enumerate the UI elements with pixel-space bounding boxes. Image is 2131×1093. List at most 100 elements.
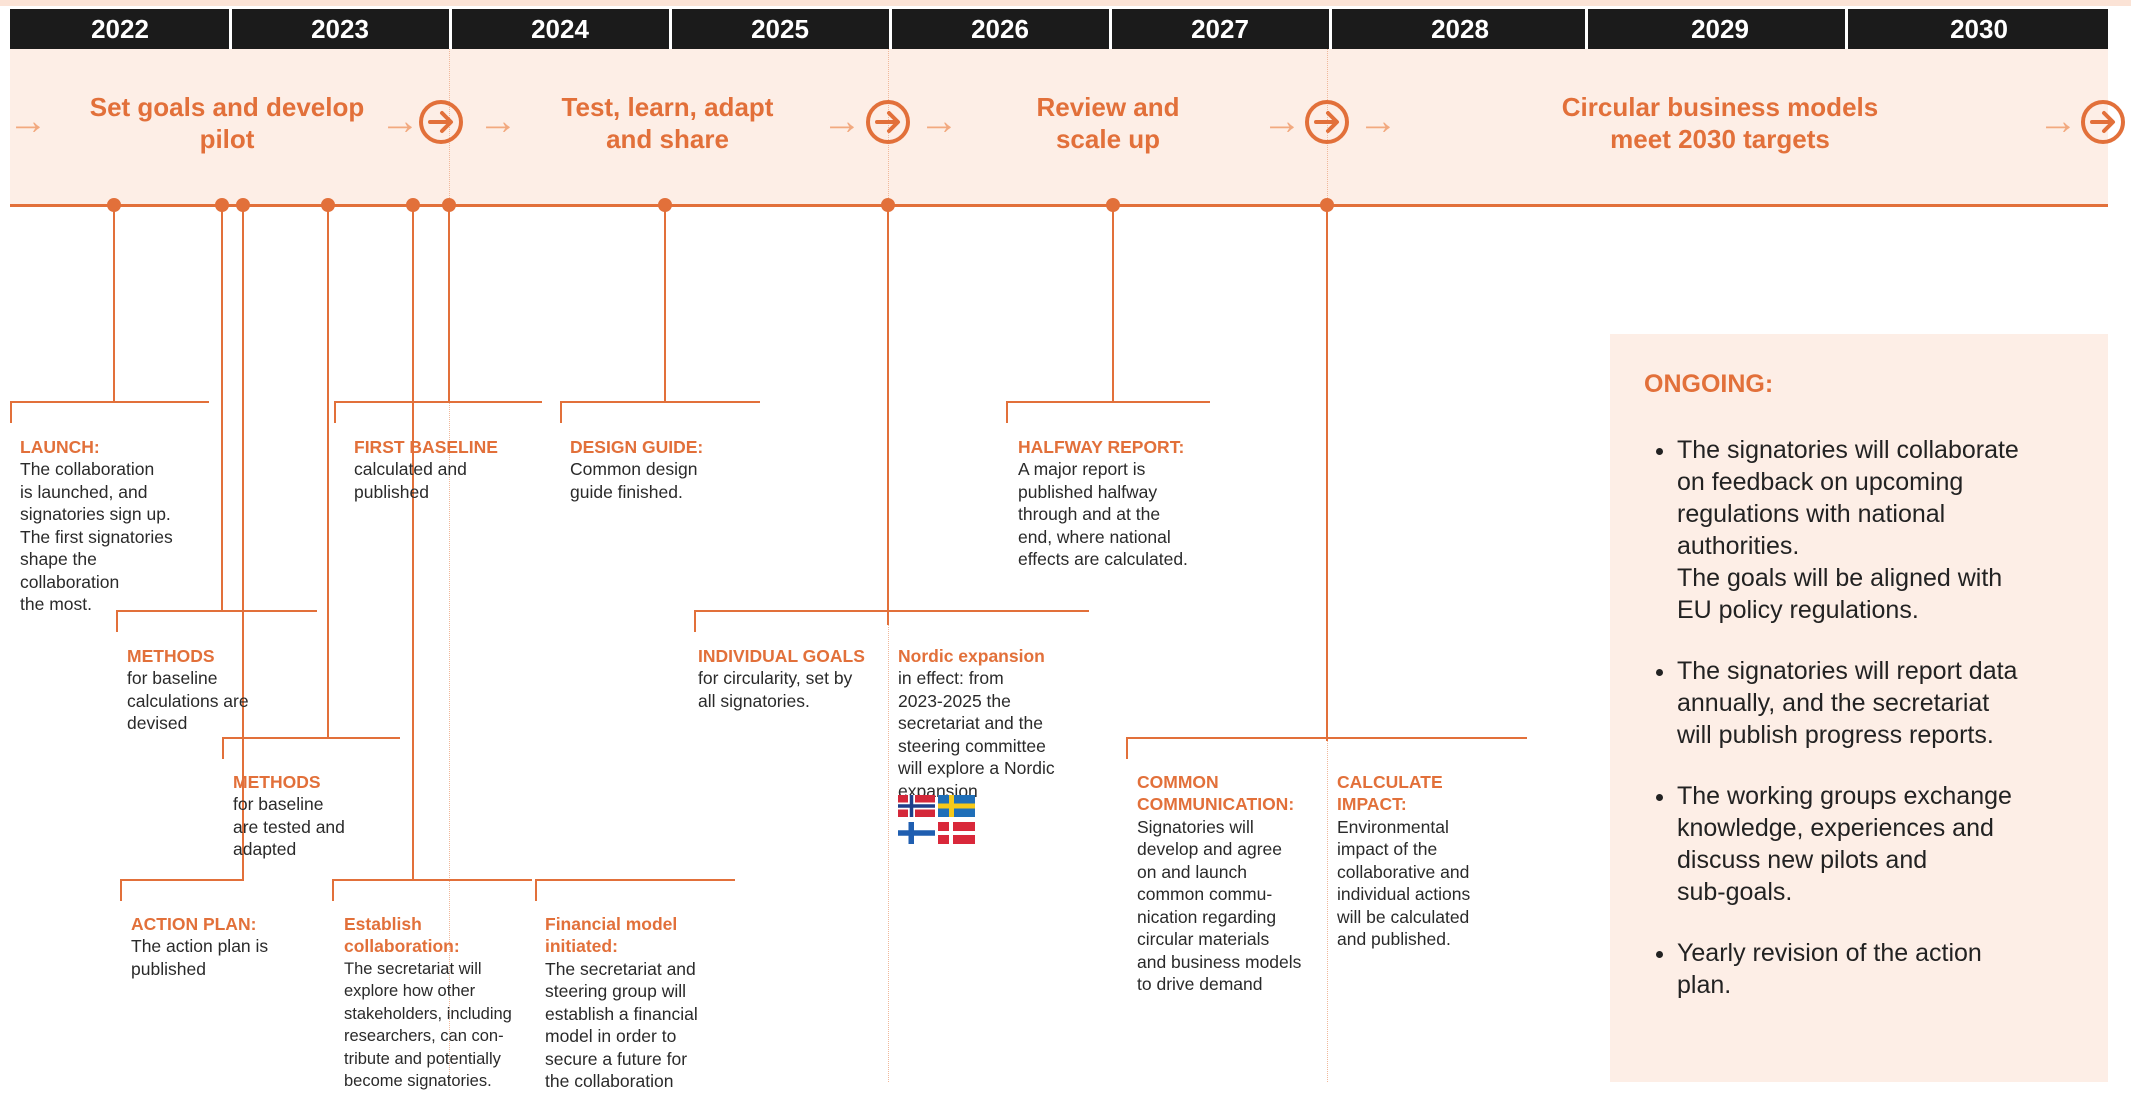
milestone-title: LAUNCH: [20, 436, 100, 457]
ongoing-title: ONGOING: [1644, 370, 1774, 398]
year-label: 2027 [1191, 14, 1249, 44]
milestone-calculate-impact: CALCULATE IMPACT:Environmental impact of… [1337, 748, 1527, 951]
arrow-right-icon: → [1358, 99, 1398, 143]
arrow-right-icon: → [822, 99, 862, 143]
connector-line [332, 879, 532, 881]
connector-line [1112, 205, 1114, 402]
connector-line [327, 205, 329, 738]
year-label: 2023 [311, 14, 369, 44]
connector-line [1006, 401, 1210, 403]
connector-line [535, 879, 537, 901]
connector-line [120, 879, 122, 901]
milestone-title: INDIVIDUAL GOALS [698, 645, 865, 666]
year-label: 2025 [751, 14, 809, 44]
ongoing-panel: ONGOING: The signatories will collaborat… [1610, 334, 2108, 1082]
connector-line [222, 737, 400, 739]
milestone-common-communication: COMMON COMMUNICATION:Signatories will de… [1137, 748, 1332, 996]
connector-line [535, 879, 735, 881]
year-divider [669, 9, 672, 49]
connector-line [222, 737, 224, 759]
milestone-text: Environmental impact of the collaborativ… [1337, 816, 1471, 950]
connector-line [560, 401, 562, 423]
connector-line [10, 401, 209, 403]
connector-line [1126, 737, 1527, 739]
milestone-title: COMMON COMMUNICATION: [1137, 771, 1295, 815]
milestone-action-plan: ACTION PLAN:The action plan is published [131, 890, 321, 980]
phase-band [10, 49, 2108, 205]
phase-title: Set goals and develop pilot [89, 92, 365, 154]
connector-line [116, 610, 317, 612]
arrow-right-circle-icon [2081, 100, 2125, 144]
year-divider [1109, 9, 1112, 49]
milestone-title: Establish collaboration: [344, 913, 460, 957]
milestone-text: for baseline calculations are devised [127, 668, 249, 733]
milestone-title: METHODS [127, 645, 215, 666]
connector-line [120, 879, 244, 881]
milestone-title: ACTION PLAN: [131, 913, 257, 934]
connector-line [694, 610, 696, 632]
milestone-design-guide: DESIGN GUIDE:Common design guide finishe… [570, 413, 770, 503]
arrow-right-icon: → [8, 99, 48, 143]
year-label: 2024 [531, 14, 589, 44]
milestone-title: Nordic expansion [898, 645, 1045, 666]
milestone-title: Financial model initiated: [545, 913, 678, 957]
phase-title: Circular business models meet 2030 targe… [1561, 92, 1879, 154]
timeline-axis [10, 204, 2108, 207]
phase-title: Test, learn, adapt and share [561, 92, 774, 154]
connector-line [1006, 401, 1008, 423]
milestone-halfway-report: HALFWAY REPORT:A major report is publish… [1018, 413, 1228, 571]
year-label: 2030 [1950, 14, 2008, 44]
year-divider [1329, 9, 1332, 49]
milestone-establish-collaboration: Establish collaboration:The secretariat … [344, 890, 544, 1093]
milestone-text: Signatories will develop and agree on an… [1137, 816, 1302, 995]
connector-line [242, 205, 244, 880]
year-divider [449, 9, 452, 49]
milestone-text: in effect: from 2023-2025 the secretaria… [898, 668, 1055, 801]
connector-line [560, 401, 760, 403]
year-label: 2029 [1691, 14, 1749, 44]
milestone-title: HALFWAY REPORT: [1018, 436, 1185, 457]
phase-divider [449, 49, 450, 1082]
list-item: The working groups exchange knowledge, e… [1677, 780, 2087, 908]
arrow-right-circle-icon [866, 100, 910, 144]
connector-line [116, 610, 118, 632]
year-divider [1585, 9, 1588, 49]
list-item: The signatories will report data annuall… [1677, 655, 2087, 751]
milestone-text: The collaboration is launched, and signa… [20, 459, 173, 614]
flag-norway-icon [898, 795, 935, 817]
flag-denmark-icon [938, 822, 975, 844]
milestone-title: METHODS [233, 771, 321, 792]
milestone-text: Common design guide finished. [570, 459, 698, 502]
milestone-text: The action plan is published [131, 936, 269, 979]
connector-line [332, 879, 334, 901]
arrow-right-icon: → [919, 99, 959, 143]
year-divider [1845, 9, 1848, 49]
arrow-right-icon: → [478, 99, 518, 143]
milestone-text: A major report is published halfway thro… [1018, 459, 1188, 569]
milestone-title: FIRST BASELINE [354, 436, 498, 457]
connector-line [694, 610, 1089, 612]
phase-title: Review and scale up [1036, 92, 1180, 154]
ongoing-list: The signatories will collaborate on feed… [1640, 434, 2087, 1030]
arrow-right-icon: → [2038, 99, 2078, 143]
arrow-right-circle-icon [1305, 100, 1349, 144]
top-strip [0, 0, 2131, 6]
connector-line [334, 401, 336, 423]
connector-line [221, 205, 223, 611]
milestone-text: calculated and published [354, 459, 467, 502]
milestone-financial-model: Financial model initiated:The secretaria… [545, 890, 745, 1093]
milestone-text: The secretariat will explore how other s… [344, 959, 512, 1091]
milestone-text: The secretariat and steering group will … [545, 958, 698, 1092]
connector-line [1126, 737, 1128, 759]
connector-line [113, 205, 115, 403]
connector-line [664, 205, 666, 402]
year-label: 2026 [971, 14, 1029, 44]
milestone-title: DESIGN GUIDE: [570, 436, 704, 457]
flag-sweden-icon [938, 795, 975, 817]
year-divider [229, 9, 232, 49]
connector-line [412, 205, 414, 881]
